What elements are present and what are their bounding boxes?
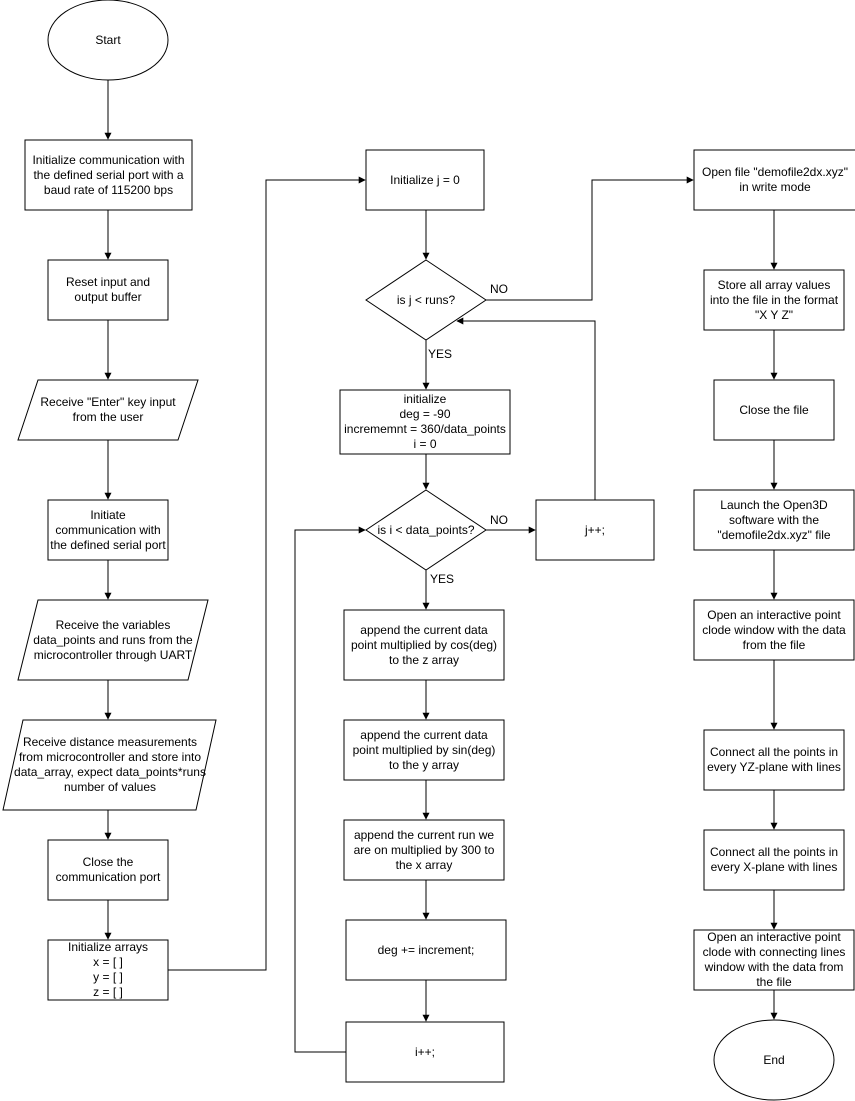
edge-label-j-no: NO [490,282,508,296]
receive-vars-label: Receive the variables data_points and ru… [33,617,193,662]
decision-j-label: is j < runs? [396,292,456,307]
append-y-label: append the current data point multiplied… [352,727,496,772]
reset-buffer-label: Reset input and output buffer [65,275,151,304]
j-inc-label: j++; [584,522,605,537]
open-window-label: Open an interactive point clode window w… [702,607,846,652]
init-deg-box [339,389,511,455]
init-arrays-label: Initialize arrays x = [ ] y = [ ] z = [ … [67,940,149,999]
receive-dist-parallelogram [2,719,217,811]
arrow-decision-j-no [486,176,694,301]
connect-x-box [703,829,845,891]
append-z-box [343,609,505,681]
store-values-box [703,269,845,331]
receive-dist-label: Receive distance measurements from micro… [14,735,206,794]
open-window-lines-label: Open an interactive point clode with con… [702,930,846,989]
init-arrays-box [47,939,169,1001]
i-inc-label: i++; [414,1044,435,1059]
append-y-box [343,719,505,781]
receive-enter-parallelogram [17,379,199,441]
start-label: Start [95,32,121,47]
edge-label-i-no: NO [490,513,508,527]
decision-i-label: is i < data_points? [377,522,475,537]
open-file-label: Open file "demofile2dx.xyz" in write mod… [702,165,848,194]
end-label: End [763,1052,785,1067]
launch-box [693,489,855,551]
receive-enter-label: Receive "Enter" key input from the user [40,395,176,424]
store-values-label: Store all array values into the file in … [709,277,839,322]
close-port-label: Close the communication port [55,855,161,884]
init-comm-box [24,139,193,211]
arrow-i-inc-loop [294,526,366,1053]
init-deg-label: initialize deg = -90 incrememnt = 360/da… [344,392,506,451]
deg-inc-box [345,919,507,981]
close-file-box [713,379,835,441]
receive-vars-parallelogram [17,599,209,681]
connect-yz-label: Connect all the points in every YZ-plane… [707,745,841,774]
edge-label-i-yes: YES [430,572,455,586]
close-file-label: Close the file [739,402,809,417]
init-j-box [365,149,485,211]
connect-yz-box [703,729,845,791]
j-inc-box [535,499,655,561]
arrow-init-arrays-to-init-j [168,176,366,971]
open-file-box [693,149,855,211]
close-port-box [47,839,169,901]
launch-label: Launch the Open3D software with the "dem… [717,497,831,542]
append-x-box [343,819,505,881]
edge-label-j-yes: YES [428,347,453,361]
append-x-label: append the current run we are on multipl… [353,827,495,872]
initiate-comm-box [47,499,169,561]
init-comm-label: Initialize communication with the define… [32,152,185,197]
append-z-label: append the current data point multiplied… [350,622,498,667]
initiate-comm-label: Initiate communication with the defined … [50,507,166,552]
i-inc-box [345,1021,505,1083]
end-terminator [713,1019,835,1101]
deg-inc-label: deg += increment; [377,942,475,957]
open-window-box [693,599,855,661]
open-window-lines-box [693,929,855,991]
arrow-j-inc-loop [456,317,596,500]
init-j-label: Initialize j = 0 [390,172,460,187]
connect-x-label: Connect all the points in every X-plane … [709,845,839,874]
